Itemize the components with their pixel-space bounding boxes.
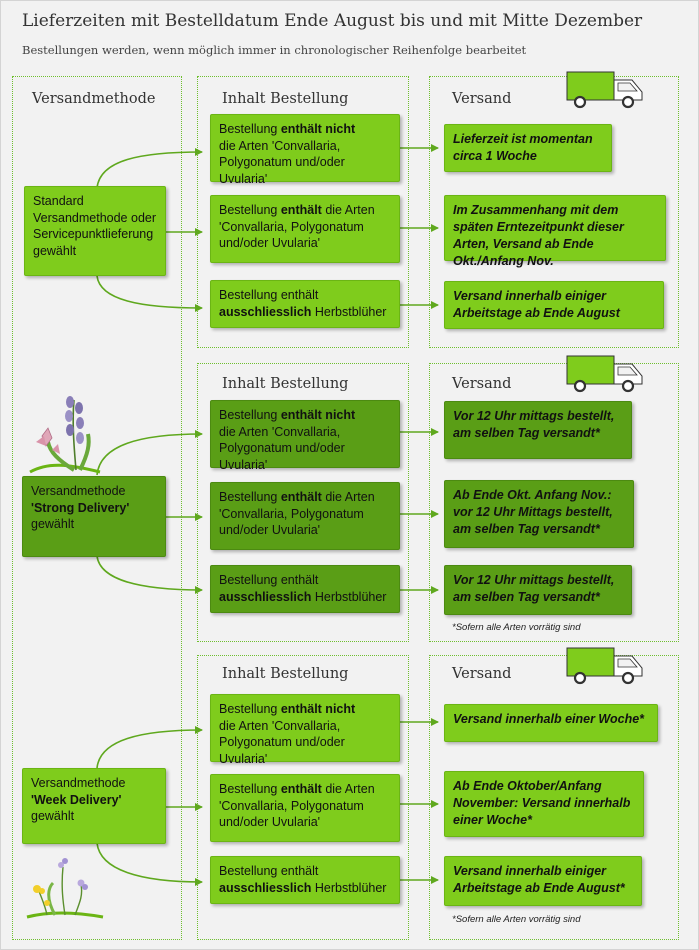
shipping-box: Versand innerhalb einiger Arbeitstage ab… xyxy=(444,856,642,906)
content-text: Bestellung xyxy=(219,408,281,422)
truck-icon xyxy=(566,646,646,686)
content-text: Bestellung xyxy=(219,702,281,716)
content-text: die Arten 'Convallaria, Polygonatum und/… xyxy=(219,139,345,186)
content-text: Bestellung xyxy=(219,122,281,136)
bluebell-flower-icon xyxy=(28,392,103,474)
shipping-text: Versand innerhalb einiger Arbeitstage ab… xyxy=(453,864,625,895)
content-text: Bestellung enthält xyxy=(219,573,318,587)
content-text-bold: ausschliesslich xyxy=(219,590,311,604)
content-text: die Arten 'Convallaria, Polygonatum und/… xyxy=(219,719,345,766)
content-text: Bestellung enthält xyxy=(219,864,318,878)
content-text-bold: enthält xyxy=(281,782,322,796)
method-text: gewählt xyxy=(31,517,74,531)
shipping-box: Versand innerhalb einiger Arbeitstage ab… xyxy=(444,281,664,329)
shipping-text: Vor 12 Uhr mittags bestellt, am selben T… xyxy=(453,409,614,440)
truck-icon xyxy=(566,354,646,394)
truck-icon xyxy=(566,70,646,110)
method-text-bold: 'Week Delivery' xyxy=(31,793,122,807)
content-text-bold: enthält nicht xyxy=(281,408,355,422)
content-box-only-autumn: Bestellung enthält ausschliesslich Herbst… xyxy=(210,856,400,904)
method-box-strong-delivery: Versandmethode 'Strong Delivery' gewählt xyxy=(22,476,166,557)
wildflower-icon xyxy=(25,857,105,919)
method-text: Versandmethode xyxy=(31,484,126,498)
content-text: Herbstblüher xyxy=(311,305,386,319)
content-text: Bestellung xyxy=(219,490,281,504)
shipping-text: Ab Ende Oktober/Anfang November: Versand… xyxy=(453,779,630,827)
method-text: gewählt xyxy=(31,809,74,823)
content-text: Bestellung xyxy=(219,203,281,217)
content-box-only-autumn: Bestellung enthält ausschliesslich Herbst… xyxy=(210,280,400,328)
content-text-bold: enthält nicht xyxy=(281,122,355,136)
content-text-bold: enthält nicht xyxy=(281,702,355,716)
shipping-box: Lieferzeit ist momentan circa 1 Woche xyxy=(444,124,612,172)
content-text: Herbstblüher xyxy=(311,590,386,604)
availability-note: *Sofern alle Arten vorrätig sind xyxy=(452,914,581,925)
content-text: Bestellung xyxy=(219,782,281,796)
content-text-bold: ausschliesslich xyxy=(219,881,311,895)
method-box-standard: Standard Versandmethode oder Servicepunk… xyxy=(24,186,166,276)
shipping-box: Im Zusammenhang mit dem späten Erntezeit… xyxy=(444,195,666,261)
content-box-contains: Bestellung enthält die Arten 'Convallari… xyxy=(210,195,400,263)
shipping-box: Vor 12 Uhr mittags bestellt, am selben T… xyxy=(444,565,632,615)
shipping-text: Ab Ende Okt. Anfang Nov.: vor 12 Uhr Mit… xyxy=(453,488,613,536)
shipping-box: Versand innerhalb einer Woche* xyxy=(444,704,658,742)
content-text-bold: ausschliesslich xyxy=(219,305,311,319)
method-text: Standard Versandmethode oder Servicepunk… xyxy=(33,194,156,258)
availability-note: *Sofern alle Arten vorrätig sind xyxy=(452,622,581,633)
shipping-box: Ab Ende Okt. Anfang Nov.: vor 12 Uhr Mit… xyxy=(444,480,634,548)
method-box-week-delivery: Versandmethode 'Week Delivery' gewählt xyxy=(22,768,166,844)
content-text-bold: enthält xyxy=(281,203,322,217)
shipping-text: Versand innerhalb einer Woche* xyxy=(453,712,644,726)
method-text-bold: 'Strong Delivery' xyxy=(31,501,129,515)
shipping-text: Versand innerhalb einiger Arbeitstage ab… xyxy=(453,289,620,320)
content-box-contains: Bestellung enthält die Arten 'Convallari… xyxy=(210,482,400,550)
content-box-contains: Bestellung enthält die Arten 'Convallari… xyxy=(210,774,400,842)
content-text: die Arten 'Convallaria, Polygonatum und/… xyxy=(219,425,345,472)
shipping-text: Lieferzeit ist momentan circa 1 Woche xyxy=(453,132,593,163)
content-box-only-autumn: Bestellung enthält ausschliesslich Herbst… xyxy=(210,565,400,613)
content-text: Bestellung enthält xyxy=(219,288,318,302)
shipping-box: Vor 12 Uhr mittags bestellt, am selben T… xyxy=(444,401,632,459)
content-text: Herbstblüher xyxy=(311,881,386,895)
method-text: Versandmethode xyxy=(31,776,126,790)
shipping-text: Im Zusammenhang mit dem späten Erntezeit… xyxy=(453,203,624,268)
content-text-bold: enthält xyxy=(281,490,322,504)
shipping-box: Ab Ende Oktober/Anfang November: Versand… xyxy=(444,771,644,837)
shipping-text: Vor 12 Uhr mittags bestellt, am selben T… xyxy=(453,573,614,604)
